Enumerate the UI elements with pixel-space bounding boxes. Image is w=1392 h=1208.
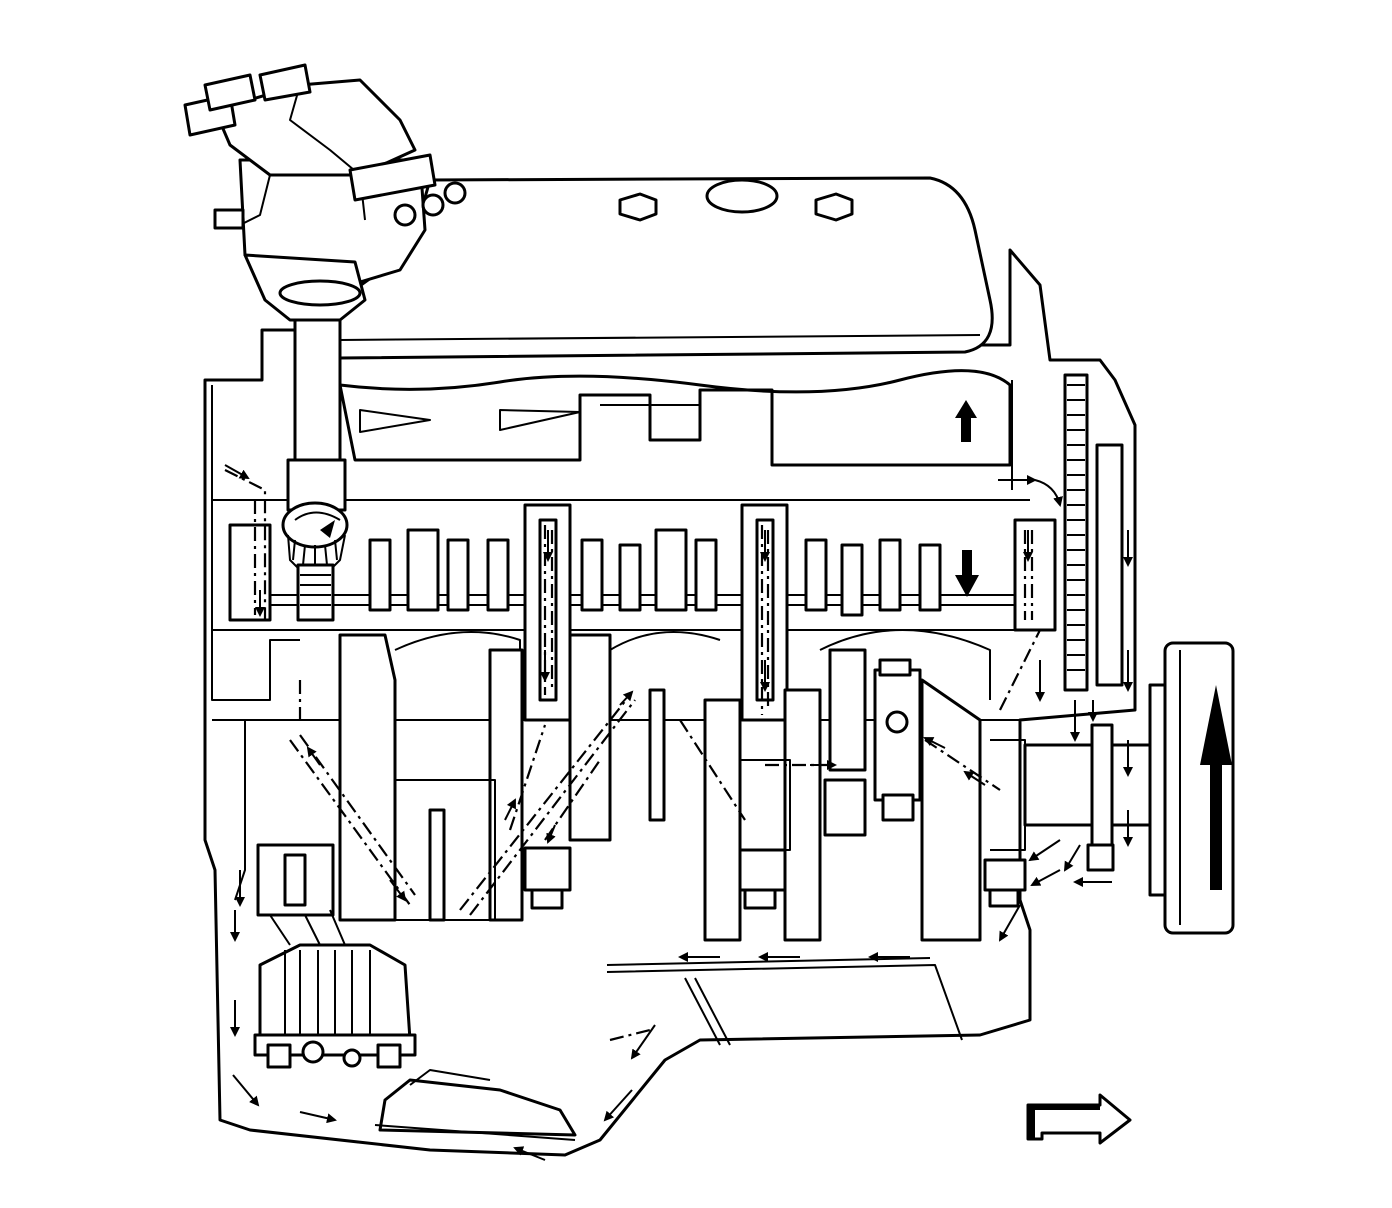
flow-arrows [224, 464, 1133, 1161]
cylinder-head [338, 369, 1013, 490]
main-bearing-caps [256, 843, 1027, 917]
rotation-arrow-icon [294, 511, 341, 538]
timing-chain [1063, 373, 1124, 872]
distributor-drive-gear [281, 501, 349, 622]
distributor-shaft [286, 318, 347, 512]
valve-cover-bolt-left [618, 192, 658, 222]
down-arrow-icon [955, 550, 979, 597]
crankshaft [338, 629, 1152, 942]
oil-pump [253, 909, 417, 1069]
oil-pump-pickup [374, 1069, 577, 1141]
valve-cover-bolt-right [814, 192, 854, 222]
spark-plug-towers [183, 63, 467, 227]
distributor-cap [183, 63, 467, 287]
front-view-arrow-icon [1026, 1093, 1132, 1145]
oil-filler-cap [705, 178, 779, 214]
distributor-housing [243, 253, 367, 322]
distributor [183, 63, 467, 622]
oil-pan [234, 720, 963, 1046]
camshaft [228, 523, 1031, 622]
balancer-up-arrow-icon [1200, 685, 1232, 890]
valve-cover [338, 176, 994, 360]
lifter-bores [523, 503, 1057, 722]
connecting-rod [823, 648, 922, 837]
up-arrow-icon [955, 400, 977, 442]
